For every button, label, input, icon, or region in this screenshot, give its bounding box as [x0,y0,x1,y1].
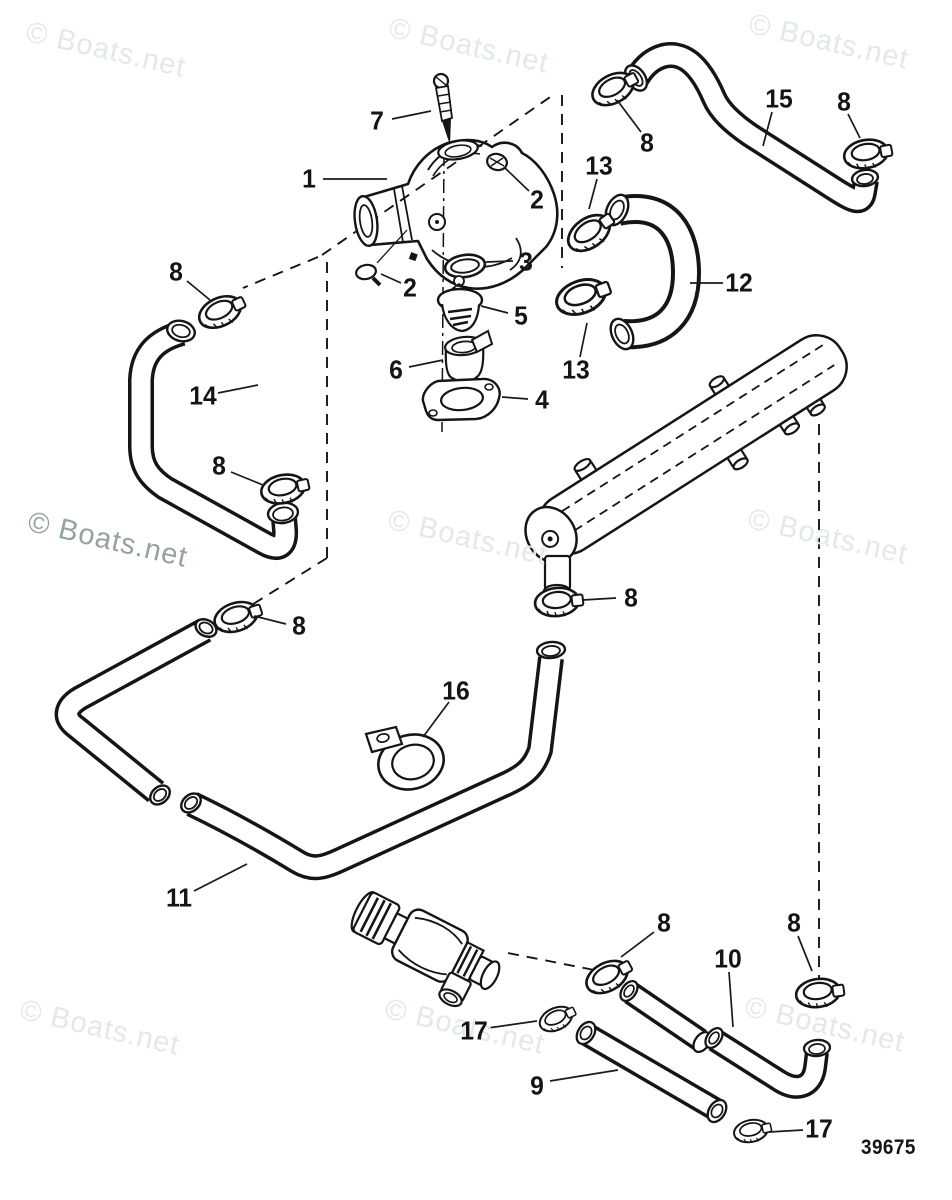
leader-line-part-8-bottom-right [797,935,813,972]
valve-assembly-drawing [350,891,501,1008]
manifold-drawing [524,334,848,564]
leader-line-part-14 [217,384,259,394]
hose-10-drawing [704,1026,832,1099]
leader-line-part-8-top-mid [616,99,642,133]
hose-14-drawing [128,319,300,560]
leader-line-part-13-upper [588,178,598,210]
leader-line-part-9 [549,1069,619,1082]
gasket-4-drawing [421,377,501,422]
screw-7-drawing [432,72,453,145]
diagram-number: 39675 [861,1136,916,1159]
leader-line-part-16 [422,701,450,738]
leader-line-part-8-bottom-mid [620,931,655,958]
leader-line-part-7 [391,110,432,120]
leader-line-part-10 [728,971,734,1028]
leader-line-part-13-lower [579,322,588,358]
leader-line-part-8-manifold [582,597,617,601]
hose-11-left-drawing [54,618,218,806]
leader-line-part-6 [408,359,444,368]
leader-line-part-8-left-lower [253,615,287,625]
leader-line-part-8-left-mid [230,471,264,486]
leader-line-part-17-left [487,1020,538,1029]
oring-3-drawing [443,253,487,279]
leader-line-part-8-left-upper [186,280,211,301]
hose-15-drawing [623,42,880,214]
hose-11-right-drawing [180,640,567,881]
sleeve-6-drawing [443,329,494,383]
leader-line-part-5 [480,305,509,314]
pclamp-16-drawing [364,725,445,791]
leader-line-part-15 [762,111,773,147]
hose-9-drawing [575,1020,728,1124]
bolt-2-right-drawing [486,152,508,172]
leader-line-part-2-left [380,273,402,284]
leader-line-part-2-right [504,167,530,192]
bolt-2-left-drawing [355,229,408,287]
leader-line-part-11 [193,863,248,892]
hose-12-drawing [604,193,701,351]
leader-line-part-8-top-right [847,113,861,139]
leader-line-part-3 [485,260,514,263]
thermostat-5-drawing [436,275,484,333]
leader-line-part-17-right [768,1129,804,1133]
leader-line-part-4 [501,396,529,400]
